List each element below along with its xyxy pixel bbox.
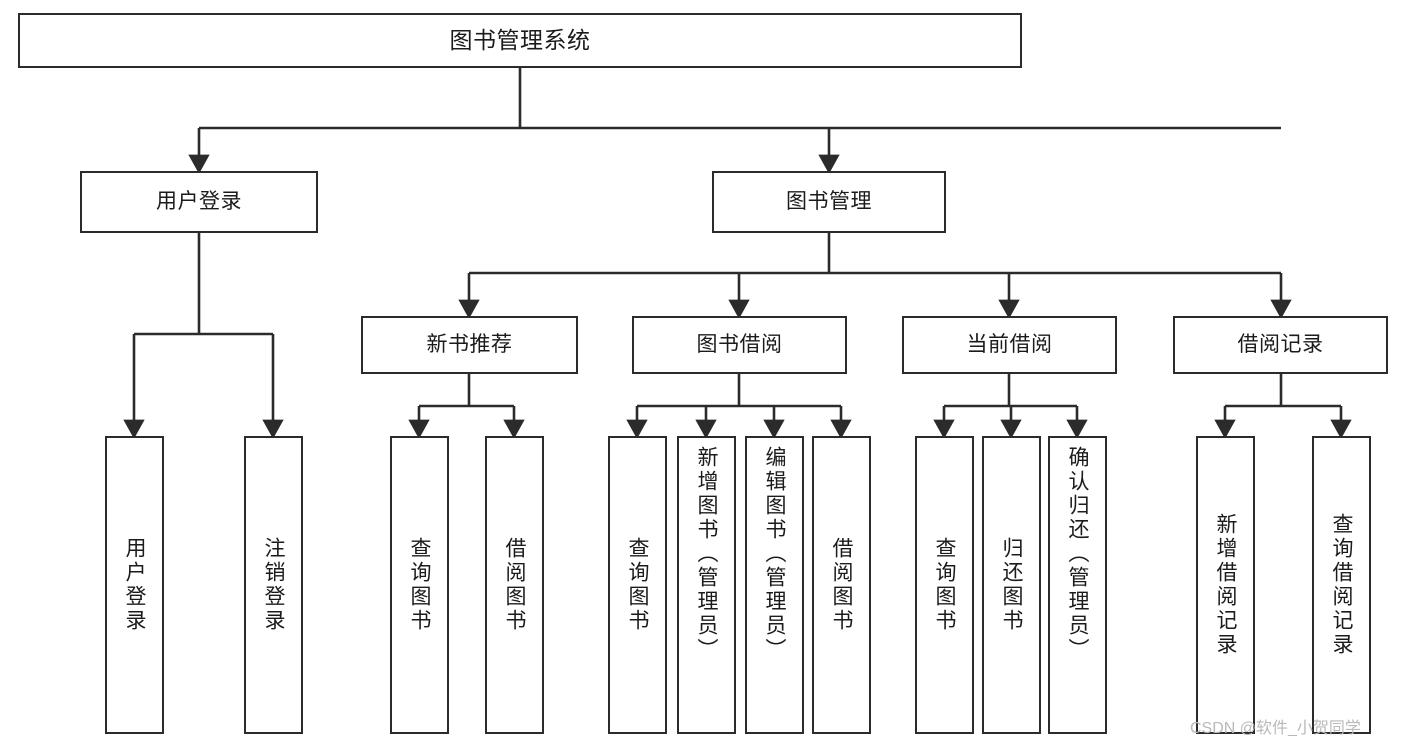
node-book-borrow[interactable]: 图书借阅 <box>632 316 847 374</box>
node-leaf-query-book-3-label: 查询图书 <box>933 537 956 633</box>
node-leaf-user-login[interactable]: 用户登录 <box>105 436 164 734</box>
node-leaf-add-book[interactable]: 新增图书（管理员） <box>677 436 736 734</box>
node-leaf-logout[interactable]: 注销登录 <box>244 436 303 734</box>
node-leaf-logout-label: 注销登录 <box>262 537 285 633</box>
node-root[interactable]: 图书管理系统 <box>18 13 1022 68</box>
node-user-login-label: 用户登录 <box>156 190 242 214</box>
node-borrow-record[interactable]: 借阅记录 <box>1173 316 1388 374</box>
node-book-manage-label: 图书管理 <box>786 190 872 214</box>
node-leaf-user-login-label: 用户登录 <box>123 537 146 633</box>
node-new-book-recommend-label: 新书推荐 <box>426 333 513 357</box>
node-root-label: 图书管理系统 <box>449 26 591 53</box>
node-leaf-edit-book-label: 编辑图书（管理员） <box>763 446 786 662</box>
node-leaf-query-record[interactable]: 查询借阅记录 <box>1312 436 1371 734</box>
node-current-borrow[interactable]: 当前借阅 <box>902 316 1117 374</box>
node-leaf-confirm-return[interactable]: 确认归还（管理员） <box>1048 436 1107 734</box>
node-leaf-edit-book[interactable]: 编辑图书（管理员） <box>745 436 804 734</box>
node-leaf-query-record-label: 查询借阅记录 <box>1330 513 1353 657</box>
node-book-manage[interactable]: 图书管理 <box>712 171 946 233</box>
node-leaf-add-record-label: 新增借阅记录 <box>1214 513 1237 657</box>
node-current-borrow-label: 当前借阅 <box>966 333 1053 357</box>
node-leaf-return-book[interactable]: 归还图书 <box>982 436 1041 734</box>
node-leaf-add-book-label: 新增图书（管理员） <box>695 446 718 662</box>
node-leaf-borrow-book-2[interactable]: 借阅图书 <box>812 436 871 734</box>
node-leaf-add-record[interactable]: 新增借阅记录 <box>1196 436 1255 734</box>
node-leaf-query-book-2[interactable]: 查询图书 <box>608 436 667 734</box>
node-leaf-query-book-3[interactable]: 查询图书 <box>915 436 974 734</box>
csdn-watermark: CSDN @软件_小贺同学 <box>1190 720 1361 737</box>
node-book-borrow-label: 图书借阅 <box>696 333 783 357</box>
node-leaf-confirm-return-label: 确认归还（管理员） <box>1066 446 1089 662</box>
node-borrow-record-label: 借阅记录 <box>1237 333 1324 357</box>
node-leaf-query-book-1[interactable]: 查询图书 <box>390 436 449 734</box>
node-leaf-query-book-2-label: 查询图书 <box>626 537 649 633</box>
node-leaf-query-book-1-label: 查询图书 <box>408 537 431 633</box>
node-user-login[interactable]: 用户登录 <box>80 171 318 233</box>
node-leaf-borrow-book-1-label: 借阅图书 <box>503 537 526 633</box>
node-new-book-recommend[interactable]: 新书推荐 <box>361 316 578 374</box>
node-leaf-return-book-label: 归还图书 <box>1000 537 1023 633</box>
node-leaf-borrow-book-1[interactable]: 借阅图书 <box>485 436 544 734</box>
node-leaf-borrow-book-2-label: 借阅图书 <box>830 537 853 633</box>
